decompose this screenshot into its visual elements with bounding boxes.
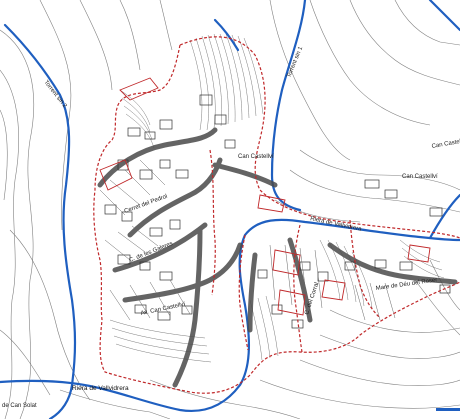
planning-boundary	[93, 36, 460, 394]
stream-riera-vallvidrera	[0, 218, 460, 412]
label-can-castellvi-2: Can Castellví	[402, 174, 438, 180]
streets	[97, 127, 458, 388]
stream-torrent-2	[3, 23, 77, 419]
legend-stream-swatch	[436, 408, 460, 411]
stream-upper-right	[428, 0, 460, 32]
label-riera-vallvidrera-2: Riera de Vallvidrera	[72, 385, 129, 392]
plot-lines	[99, 159, 396, 321]
stream-right-branch	[428, 193, 460, 240]
slope-hatching	[109, 33, 445, 363]
stream-upper-left	[213, 18, 240, 52]
label-de-can-solat: de Can Solat	[2, 403, 37, 409]
red-outlines	[99, 77, 431, 316]
label-can-castellvi-1: Can Castellví	[238, 154, 274, 160]
stream-torrent-1	[270, 0, 307, 212]
buildings	[104, 94, 451, 329]
